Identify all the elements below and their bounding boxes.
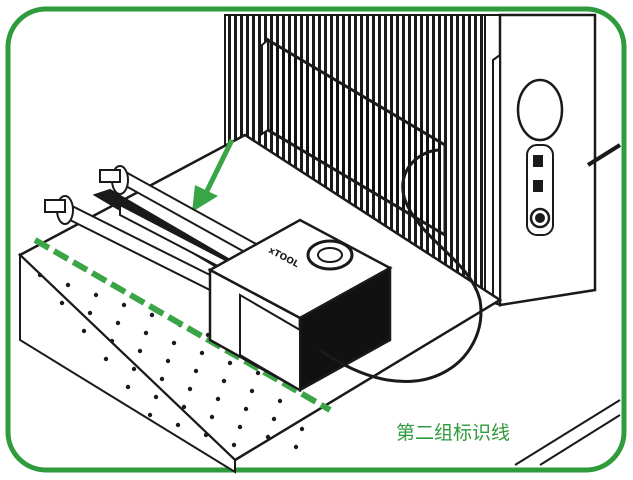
mount-hole [115, 320, 121, 326]
mount-hole [187, 386, 193, 392]
frame-border [5, 6, 627, 473]
mount-hole [249, 388, 255, 394]
round-window [516, 78, 564, 142]
mount-hole [109, 338, 115, 344]
mount-hole [143, 330, 149, 336]
mount-hole [93, 292, 99, 298]
power-cable [586, 143, 622, 167]
mount-hole [37, 272, 43, 278]
mount-hole [271, 416, 277, 422]
mount-hole [293, 444, 299, 450]
mount-hole [171, 340, 177, 346]
mount-hole [265, 434, 271, 440]
side-tower [492, 13, 597, 307]
mount-hole [231, 442, 237, 448]
fan-grill [261, 37, 447, 238]
mount-hole [209, 414, 215, 420]
mount-hole [125, 384, 131, 390]
mount-hole [175, 422, 181, 428]
mount-hole [227, 360, 233, 366]
mount-hole [147, 412, 153, 418]
arrow-icon [192, 138, 235, 212]
mount-hole [165, 358, 171, 364]
mount-hole [221, 378, 227, 384]
mount-hole [199, 350, 205, 356]
mount-hole [277, 398, 283, 404]
mount-hole [243, 406, 249, 412]
mount-hole [81, 328, 87, 334]
mount-hole [121, 302, 127, 308]
rotary-rollers [44, 165, 260, 307]
mount-hole [299, 426, 305, 432]
marker-line [33, 237, 332, 413]
module-cable [319, 148, 483, 383]
mount-hole [103, 356, 109, 362]
mount-hole [87, 310, 93, 316]
mount-hole [131, 366, 137, 372]
caption-text: 第二组标识线 [390, 420, 517, 446]
mount-hole [137, 348, 143, 354]
mount-hole [59, 300, 65, 306]
mount-hole [215, 396, 221, 402]
mount-hole [65, 282, 71, 288]
mount-hole [203, 432, 209, 438]
mount-hole [255, 370, 261, 376]
mount-hole [159, 376, 165, 382]
floor-lines [514, 399, 621, 466]
mount-hole [181, 404, 187, 410]
mount-hole [153, 394, 159, 400]
laser-module: xTOOL [207, 218, 393, 393]
mount-hole [193, 368, 199, 374]
mount-hole [149, 312, 155, 318]
mount-hole [237, 424, 243, 430]
